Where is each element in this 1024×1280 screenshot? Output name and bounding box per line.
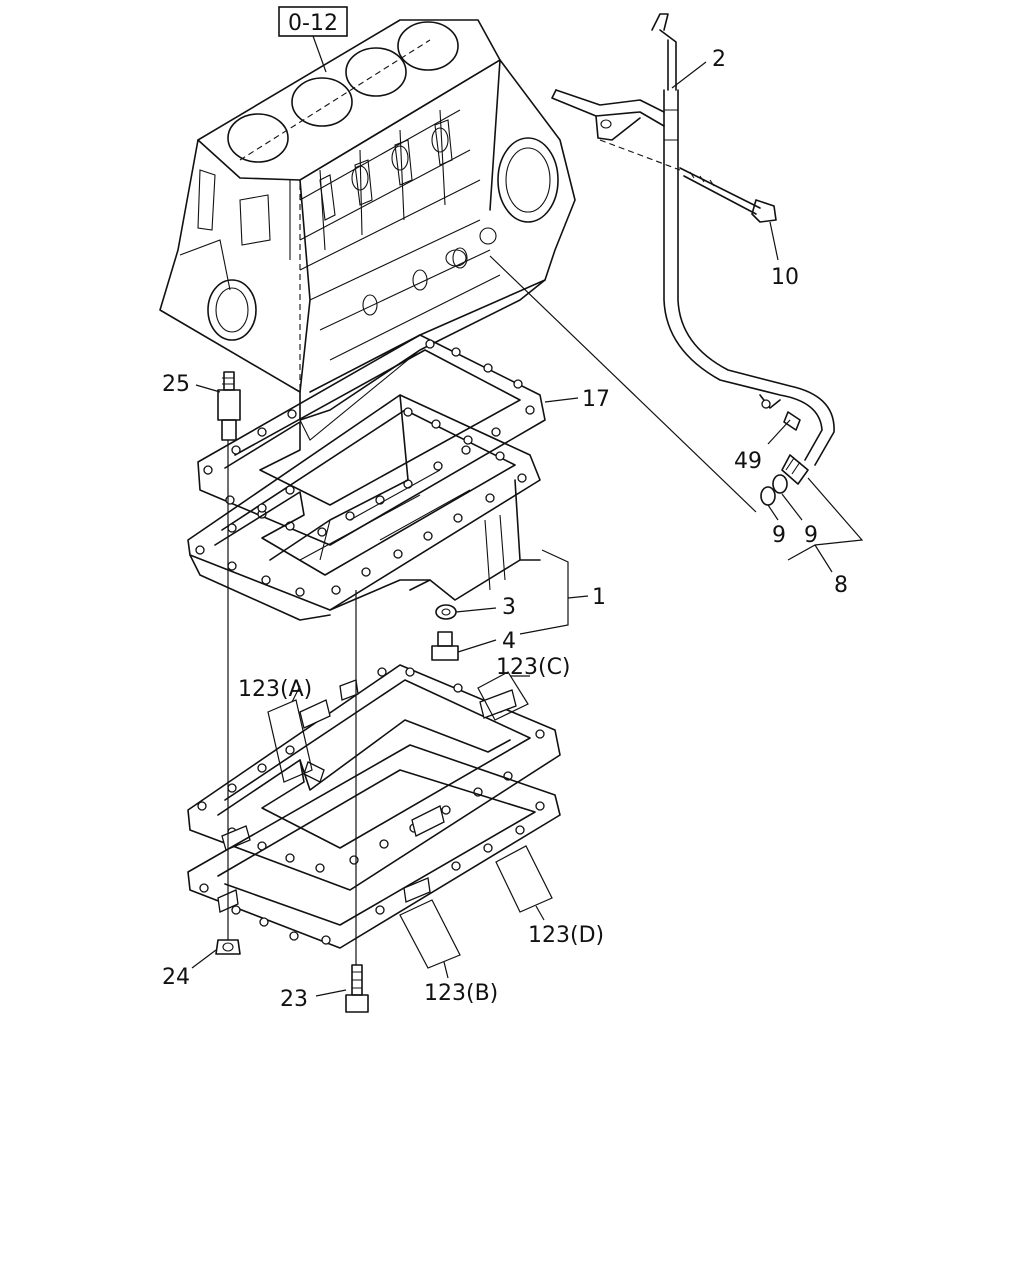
callout-24: 24 [162,965,190,990]
callout-3: 3 [502,595,516,620]
gasket-17-bolt-holes [203,339,535,537]
callout-49: 49 [734,449,762,474]
callout-9-right: 9 [804,523,818,548]
nut-24 [215,939,241,955]
callout-123d: 123(D) [528,923,604,948]
reference-number: 0-12 [288,11,338,36]
sensor-25 [217,371,241,441]
callout-23: 23 [280,987,308,1012]
callout-4: 4 [502,629,516,654]
callout-9-left: 9 [772,523,786,548]
callout-1: 1 [592,585,606,610]
callout-leaders [191,61,864,997]
bolt-10 [599,139,777,223]
callout-123b: 123(B) [424,981,498,1006]
dipstick-assembly [551,13,835,485]
callout-8: 8 [834,573,848,598]
oil-pan-1-bolt-holes [195,407,527,597]
lower-gasket-bolt-holes [199,801,545,945]
callout-123c: 123(C) [496,655,571,680]
alignment-line [489,255,757,513]
callout-10: 10 [771,265,799,290]
reference-tag: 0-12 [278,6,348,73]
bolt-23 [345,964,369,1013]
drain-plug-4 [431,631,459,661]
engine-block [159,19,576,421]
callout-2: 2 [712,47,726,72]
callout-25: 25 [162,372,190,397]
callout-123a: 123(A) [238,677,312,702]
callout-labels: 2 10 17 25 49 9 9 8 3 1 4 123(A) 123(C) … [162,47,848,1012]
oil-pan-1 [187,394,541,621]
washer-3 [435,604,457,620]
gasket-17 [197,334,546,546]
o-rings-9 [760,474,788,506]
upper-baffle-plate [187,664,561,891]
lower-gasket [187,744,561,949]
callout-17: 17 [582,387,610,412]
